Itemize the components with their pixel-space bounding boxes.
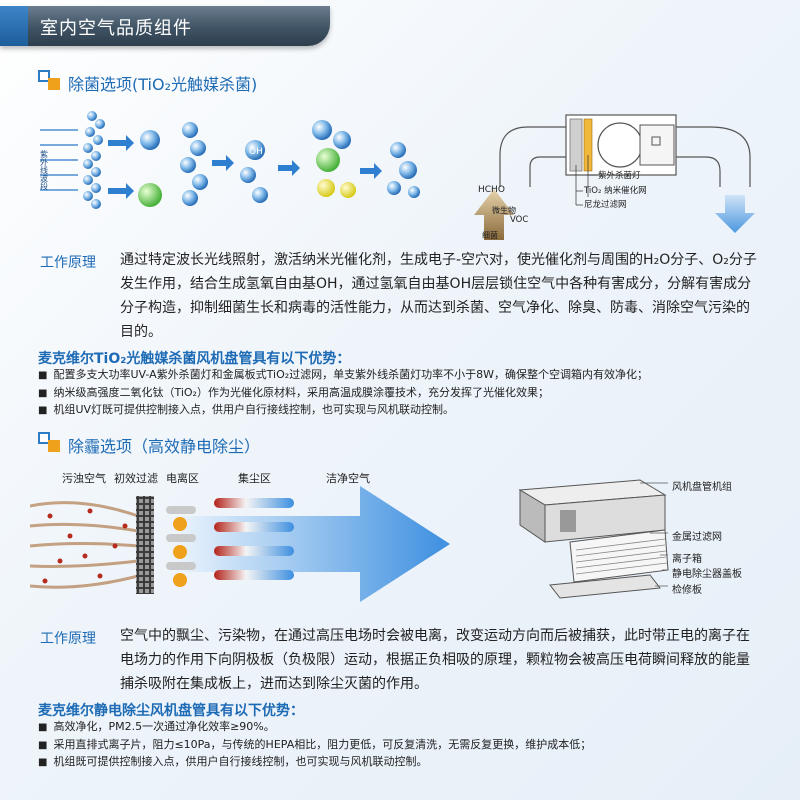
advantages-list-2: 高效净化，PM2.5一次通过净化效率≥90%。 采用直排式离子片，阻力≤10Pa… — [38, 719, 788, 772]
hcho-label: HCHO — [478, 185, 505, 195]
dirty-air-arrow — [474, 189, 514, 240]
unit-label-cover: 静电除尘器盖板 — [672, 569, 742, 580]
unit-label-ion-box: 离子箱 — [672, 554, 702, 565]
flow-label-dirty: 污浊空气 — [62, 472, 106, 485]
section1-title: 除菌选项(TiO₂光触媒杀菌) — [68, 75, 258, 94]
dust-particles — [42, 508, 128, 584]
collector-plates — [214, 498, 294, 580]
uv-arrows — [40, 129, 78, 191]
principle-text-2: 空气中的飘尘、污染物，在通过高压电场时会被电离，改变运动方向而后被捕获，此时带正… — [120, 624, 790, 696]
duct-left-inner — [529, 156, 566, 187]
section-icon — [38, 70, 64, 92]
fan-housing — [597, 122, 643, 168]
principle-line: 空气中的飘尘、污染物，在通过高压电场时会被电离，改变运动方向而后被捕获，此时带正… — [120, 628, 750, 644]
flow-label-ionization: 电离区 — [166, 472, 199, 485]
duct-left-outer — [499, 126, 566, 187]
unit-label-metal-filter: 金属过滤网 — [672, 532, 722, 543]
principle-line: 发生作用，结合生成氢氧自由基OH，通过氢氧自由基OH层层锁住空气中各种有害成分，… — [120, 276, 752, 292]
hole-bubble — [138, 183, 162, 207]
electron-bubble — [140, 130, 160, 150]
unit-label-access-panel: 检修板 — [672, 585, 702, 596]
uv-lamp-label: 紫外杀菌灯 — [598, 170, 641, 181]
voc-label: VOC — [510, 215, 528, 225]
dirty-air-streams — [30, 501, 139, 589]
molecule-cluster-1 — [180, 122, 208, 206]
flow-label-clean: 洁净空气 — [326, 472, 370, 485]
clean-air-arrow — [715, 195, 755, 233]
principle-line: 捕杀吸附在集成板上，进而达到除尘灭菌的作用。 — [120, 676, 428, 692]
section-icon — [38, 432, 64, 454]
principle-label-1: 工作原理 — [40, 255, 96, 271]
filter-panel — [569, 118, 583, 172]
list-item: 高效净化，PM2.5一次通过净化效率≥90%。 — [38, 719, 788, 737]
oh-label: OH — [249, 147, 263, 157]
products-cluster — [387, 142, 420, 198]
ionizer-electrodes — [166, 506, 196, 587]
organic-cluster — [312, 120, 356, 198]
principle-line: 分子构造，抑制细菌生长和病毒的活性能力，从而达到杀菌、空气净化、除臭、防毒、消除… — [120, 300, 750, 316]
list-item: 采用直排式离子片，阻力≤10Pa，与传统的HEPA相比，阻力更低，可反复清洗，无… — [38, 737, 788, 755]
duct-right-outer — [676, 126, 751, 187]
principle-line: 目的。 — [120, 324, 162, 340]
microbe-label: 微生物 — [492, 205, 516, 215]
list-item: 配置多支大功率UV-A紫外杀菌灯和金属板式TiO₂过滤网，单支紫外线杀菌灯功率不… — [38, 367, 788, 385]
page-title: 室内空气品质组件 — [40, 18, 192, 39]
clean-airflow-arrow — [180, 486, 450, 602]
advantages-title-2: 麦克维尔静电除尘风机盘管具有以下优势： — [38, 703, 304, 719]
section2-title: 除霾选项（高效静电除尘） — [68, 437, 261, 456]
electrostatic-diagram — [30, 486, 450, 602]
principle-label-2: 工作原理 — [40, 631, 96, 647]
arrow-1 — [108, 135, 134, 199]
unit-label-fcu: 风机盘管机组 — [672, 482, 732, 493]
list-item: 纳米级高强度二氧化钛（TiO₂）作为光催化原材料，采用高温成膜涂覆技术，充分发挥… — [38, 385, 788, 403]
principle-line: 电场力的作用下向阴极板（负极限）运动，根据正负相吸的原理，颗粒物会被高压电荷瞬间… — [120, 652, 750, 668]
uv-side-label: 紫外线波段 — [40, 150, 49, 191]
flow-label-collector: 集尘区 — [238, 472, 271, 485]
tio2-net-label: TiO₂ 纳米催化网 — [583, 185, 647, 196]
list-item: 机组既可提供控制接入点，供用户自行接线控制，也可实现与风机联动控制。 — [38, 754, 788, 772]
flow-label-prefilter: 初效过滤 — [114, 472, 158, 485]
bacteria-label: 细菌 — [482, 230, 498, 240]
photocatalysis-diagram: 紫外线波段 OH — [40, 111, 420, 209]
oh-cluster: OH — [240, 140, 268, 203]
list-item: 机组UV灯既可提供控制接入点，供用户自行接线控制，也可实现与风机联动控制。 — [38, 402, 788, 420]
advantages-title-1: 麦克维尔TiO₂光触媒杀菌风机盘管具有以下优势： — [38, 351, 351, 367]
duct-right-inner — [676, 156, 721, 187]
header-bar: 室内空气品质组件 — [0, 6, 330, 46]
principle-text-1: 通过特定波长光线照射，激活纳米光催化剂，生成电子-空穴对，使光催化剂与周围的H₂… — [120, 248, 790, 344]
prefilter-mesh — [136, 496, 154, 594]
tio2-particles — [83, 111, 105, 209]
fan-coil-unit-drawing — [518, 479, 669, 599]
duct-diagram: 紫外杀菌灯 TiO₂ 纳米催化网 尼龙过滤网 HCHO 微生物 VOC 细菌 — [474, 114, 755, 240]
advantages-list-1: 配置多支大功率UV-A紫外杀菌灯和金属板式TiO₂过滤网，单支紫外线杀菌灯功率不… — [38, 367, 788, 420]
header-stripe — [0, 6, 28, 46]
principle-line: 通过特定波长光线照射，激活纳米光催化剂，生成电子-空穴对，使光催化剂与周围的H₂… — [120, 252, 757, 268]
nylon-filter-label: 尼龙过滤网 — [584, 199, 627, 210]
